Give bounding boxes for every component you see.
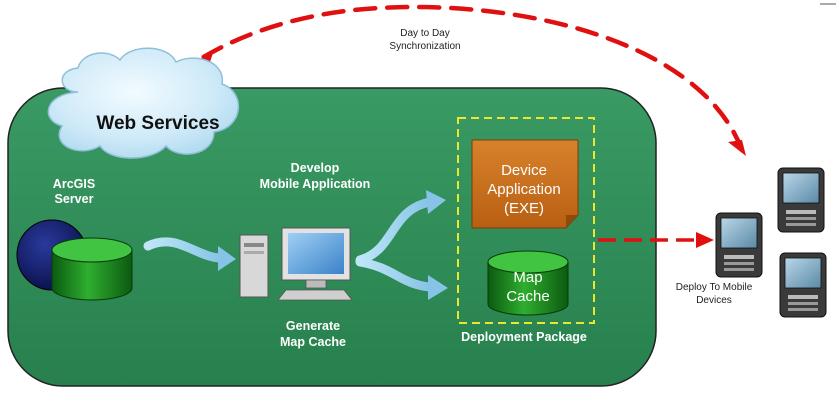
map-cache-label-line2: Cache [506,288,549,305]
map-cache-cylinder [487,250,569,316]
handheld-device-icon [715,212,763,278]
develop-label-line2: Mobile Application [260,177,371,191]
sync-label-line1: Day to Day [400,28,449,39]
flow-arrow-server-to-workstation [143,237,236,271]
deploy-label-line1: Deploy To Mobile [676,282,753,293]
cloud-icon [47,47,239,159]
deployment-package-label: Deployment Package [461,330,587,344]
database-cylinder-icon [51,237,133,301]
device-app-label-line1: Device [501,162,547,179]
arcgis-label-line2: Server [55,192,94,206]
generate-label-line1: Generate [286,319,340,333]
device-app-label-line3: (EXE) [504,200,544,217]
arcgis-label-line1: ArcGIS [53,177,95,191]
web-services-label: Web Services [96,113,219,134]
flow-arrow-fork [355,190,448,300]
deploy-label-line2: Devices [696,295,732,306]
handheld-device-icon [777,167,825,233]
map-cache-label-line1: Map [513,269,542,286]
develop-label-line1: Develop [291,161,340,175]
device-application-box [471,139,579,229]
deployment-package-box [457,117,595,324]
handheld-device-icon [779,252,827,318]
desktop-computer-icon [239,227,353,301]
deploy-arrow [598,232,714,248]
generate-label-line2: Map Cache [280,335,346,349]
device-app-label-line2: Application [487,181,560,198]
sync-label-line2: Synchronization [389,41,460,52]
